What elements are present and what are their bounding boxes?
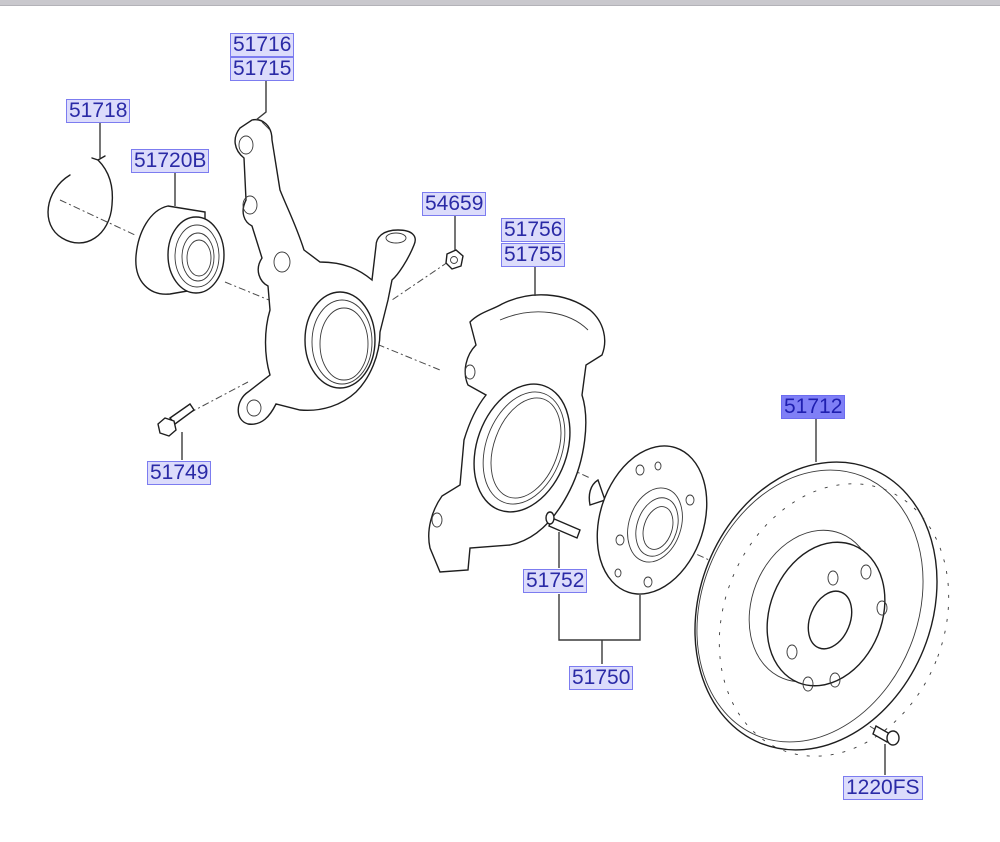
part-label-1220FS[interactable]: 1220FS (843, 776, 923, 800)
part-label-51755[interactable]: 51755 (501, 243, 566, 267)
part-label-51750[interactable]: 51750 (569, 666, 634, 690)
leader-51750 (558, 594, 641, 664)
part-label-51749[interactable]: 51749 (147, 461, 212, 485)
brake-disc[interactable] (653, 425, 988, 791)
part-label-51752[interactable]: 51752 (523, 569, 588, 593)
bolt-axis (175, 381, 249, 421)
part-label-51715[interactable]: 51715 (230, 57, 295, 81)
part-label-54659[interactable]: 54659 (422, 192, 487, 216)
snap-ring[interactable] (47, 155, 114, 244)
nut[interactable] (445, 249, 464, 270)
knuckle-bolt[interactable] (157, 403, 195, 437)
part-label-51712-selected[interactable]: 51712 (781, 395, 846, 419)
wheel-bearing[interactable] (135, 205, 225, 295)
nut-axis (391, 261, 449, 301)
part-label-51716[interactable]: 51716 (230, 33, 295, 57)
part-label-51720B[interactable]: 51720B (131, 149, 210, 173)
hub-bolt[interactable] (545, 511, 581, 539)
part-label-51718[interactable]: 51718 (66, 99, 131, 123)
window-top-bar (0, 0, 1000, 6)
disc-screw[interactable] (872, 724, 900, 746)
leader-51715 (255, 80, 267, 121)
part-label-51756[interactable]: 51756 (501, 218, 566, 242)
wheel-hub[interactable] (579, 432, 725, 609)
dust-cover[interactable] (428, 294, 606, 573)
steering-knuckle[interactable] (234, 118, 416, 425)
